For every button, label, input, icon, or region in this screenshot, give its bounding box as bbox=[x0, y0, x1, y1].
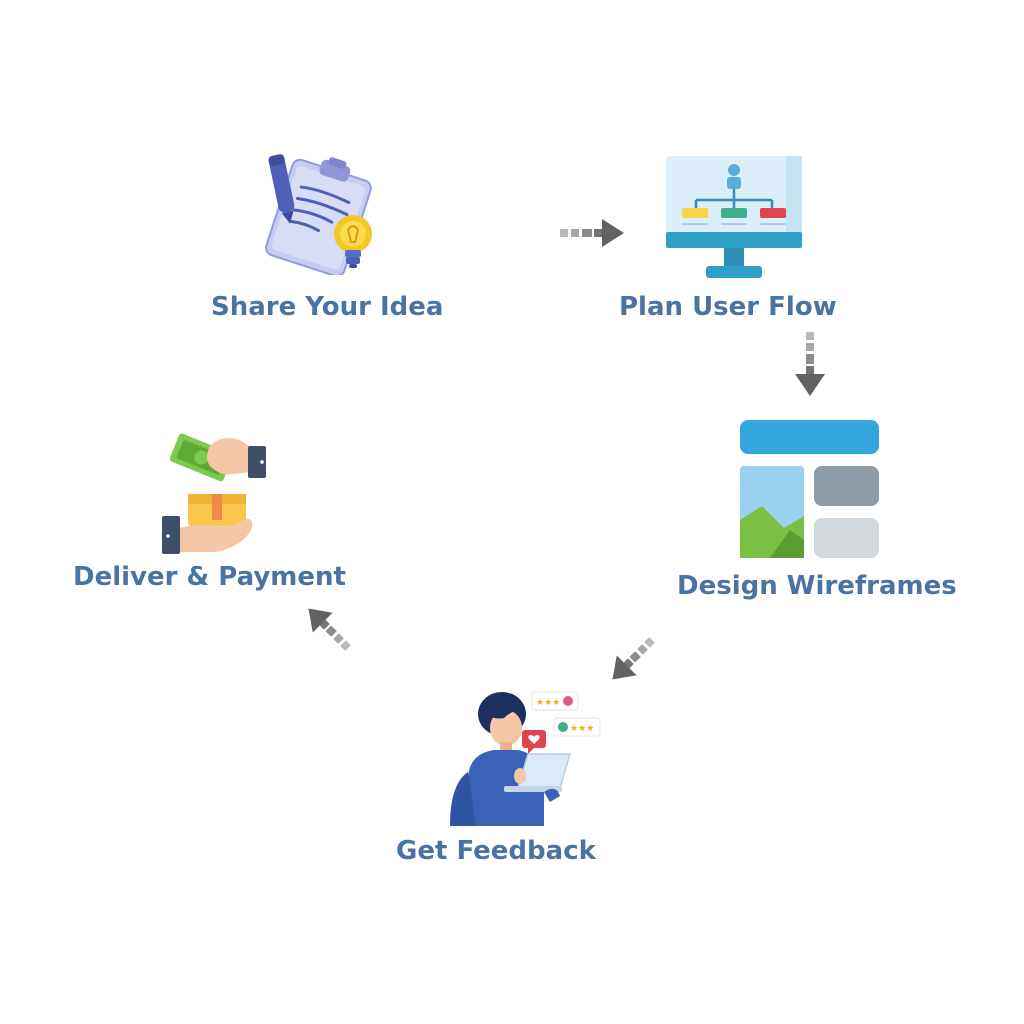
step-label-deliver-payment: Deliver & Payment bbox=[73, 562, 346, 592]
svg-text:★★★: ★★★ bbox=[570, 724, 594, 734]
arrow-down-icon bbox=[795, 332, 825, 396]
arrow-right-icon bbox=[560, 219, 624, 247]
step-label-design-wireframes: Design Wireframes bbox=[677, 571, 957, 601]
step-label-get-feedback: Get Feedback bbox=[396, 836, 596, 866]
clipboard-lightbulb-icon bbox=[265, 154, 372, 275]
step-label-share-idea: Share Your Idea bbox=[211, 292, 444, 322]
wireframe-layout-icon bbox=[740, 420, 879, 558]
svg-text:★★★: ★★★ bbox=[536, 698, 560, 708]
money-box-exchange-icon bbox=[162, 433, 266, 554]
arrow-down-left-icon bbox=[612, 637, 655, 680]
arrow-up-left-icon bbox=[308, 608, 351, 651]
person-laptop-feedback-icon: ★★★ ★★★ bbox=[450, 691, 601, 826]
step-label-plan-flow: Plan User Flow bbox=[619, 292, 837, 322]
monitor-flowchart-icon bbox=[666, 156, 802, 278]
